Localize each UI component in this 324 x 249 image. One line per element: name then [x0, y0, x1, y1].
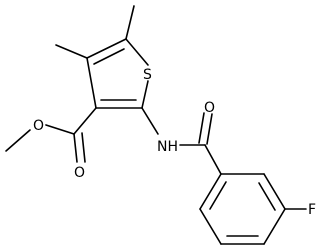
atom-amide-oxygen: O	[204, 100, 215, 116]
bond-ar5-ar6	[199, 208, 222, 245]
bond-ar6-ar1	[199, 173, 222, 210]
bond-carbonyl-aryl	[204, 144, 222, 175]
bond-c5-methyl	[125, 5, 135, 40]
bond-c2-n	[141, 107, 159, 135]
atom-amide-nitrogen: NH	[157, 139, 178, 155]
bond-c4-c5	[86, 38, 127, 59]
bond-carbonyl-o-single	[45, 124, 75, 135]
bond-carbonyl-o-double	[73, 133, 78, 163]
bond-ar3-ar4	[263, 208, 286, 245]
atom-ester-oxygen-single: O	[33, 118, 44, 134]
bond-ar2-ar3-double	[258, 182, 276, 211]
bond-ar6-ar1-double	[209, 181, 227, 210]
atom-sulfur: S	[143, 67, 152, 83]
bond-ar2-ar3	[263, 173, 286, 210]
bond-c4-c5-double	[93, 48, 125, 65]
bond-c5-s	[125, 38, 149, 66]
bond-c3-c4	[86, 57, 97, 109]
bond-amide-o-double	[198, 112, 205, 144]
bond-carbonyl-o-double-2	[81, 132, 86, 163]
bond-amide-o-double-2	[206, 113, 213, 145]
atom-ester-oxygen-double: O	[74, 165, 85, 181]
bond-c4-methyl	[55, 44, 88, 59]
bond-c3-carbonyl	[73, 107, 97, 135]
bond-s-c2	[141, 80, 149, 109]
bond-o-methyl	[5, 129, 31, 152]
atom-fluorine: F	[308, 202, 316, 218]
